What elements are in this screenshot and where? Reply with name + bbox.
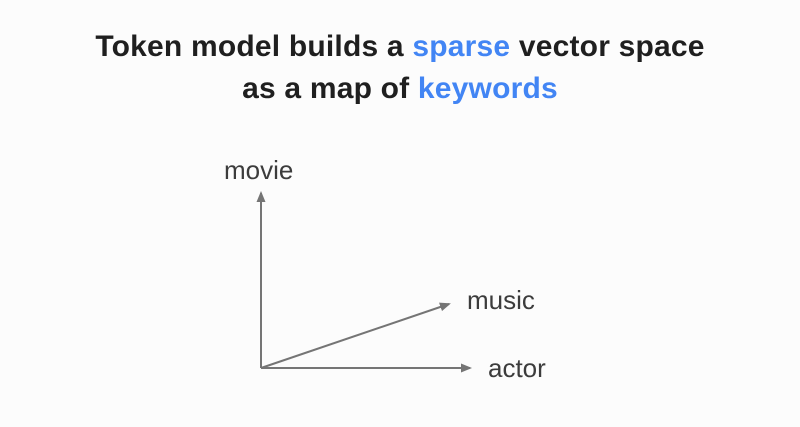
title-segment-highlight-keywords: keywords	[417, 72, 558, 105]
title-line-1: Token model builds a sparse vector space	[0, 26, 800, 68]
title-segment: as a map of	[242, 72, 418, 105]
title-segment: Token model builds a	[95, 30, 413, 63]
music-vector-arrow	[260, 302, 451, 369]
slide-title: Token model builds a sparse vector space…	[0, 26, 800, 110]
axis-label-movie: movie	[224, 155, 294, 185]
title-segment: vector space	[510, 30, 705, 63]
axis-label-actor: actor	[488, 353, 546, 383]
title-segment-highlight-sparse: sparse	[412, 30, 511, 63]
axis-label-music: music	[467, 285, 535, 315]
title-line-2: as a map of keywords	[0, 68, 800, 110]
